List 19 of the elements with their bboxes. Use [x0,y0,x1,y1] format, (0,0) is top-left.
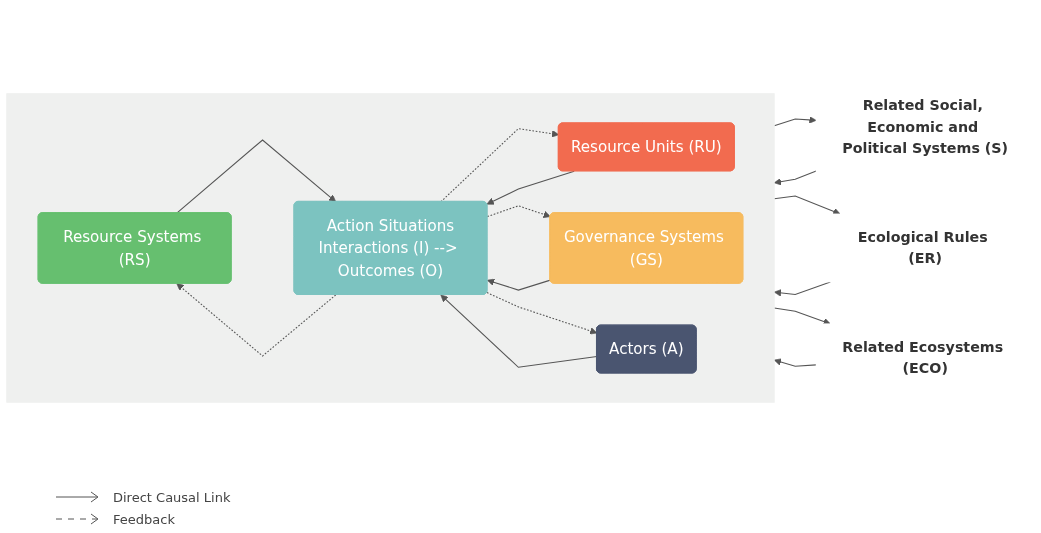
cluster [6,93,775,403]
arrow [486,292,598,335]
arrow [773,281,831,297]
legend-label: Direct Causal Link [113,489,231,505]
node-text: Related Social, Economic and Political Systems (S) [842,96,1009,157]
arrow [486,170,575,205]
node-text: Related Ecosystems (ECO) [842,338,1004,377]
arrow [440,128,560,203]
arrow [176,139,337,214]
arrow [773,170,817,186]
arrow [773,195,841,215]
arrow [487,278,551,291]
arrow [440,294,598,368]
arrow [773,358,817,367]
arrow [486,205,551,218]
arrow [176,283,337,357]
legend-label: Feedback [113,511,175,527]
node-text: Ecological Rules (ER) [857,228,988,267]
arrow [773,116,817,127]
